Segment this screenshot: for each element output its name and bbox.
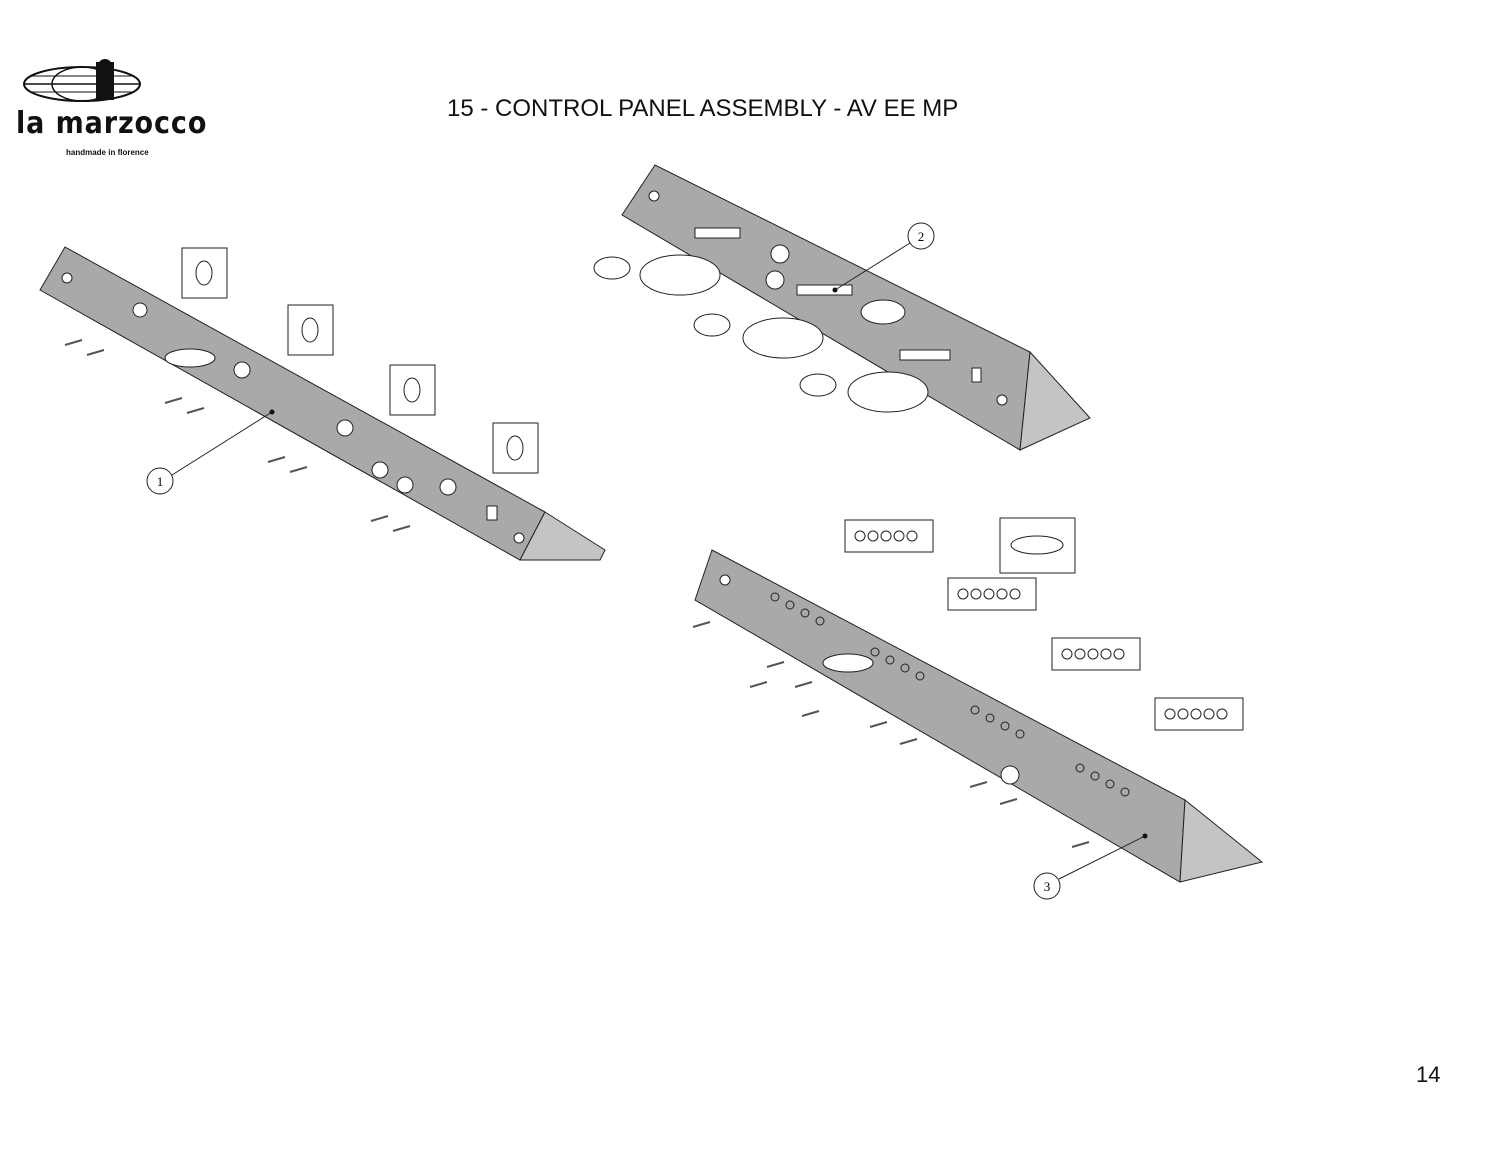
control-panel-2	[593, 164, 1091, 451]
globe-lion-emblem-icon	[23, 59, 141, 102]
brand-logo: la marzocco handmade in florence	[10, 58, 210, 168]
page-number: 14	[1416, 1062, 1441, 1087]
callout-number: 2	[918, 229, 925, 244]
callout-2: 2	[832, 222, 935, 293]
brand-tagline: handmade in florence	[66, 148, 149, 157]
control-panel-1	[39, 246, 606, 561]
control-panel-3	[694, 517, 1264, 883]
page-title: 15 - CONTROL PANEL ASSEMBLY - AV EE MP	[447, 95, 959, 122]
brand-name: la marzocco	[16, 106, 208, 141]
callout-number: 1	[157, 474, 164, 489]
callout-1: 1	[146, 409, 275, 495]
screws	[64, 339, 1090, 848]
callout-3: 3	[1033, 833, 1148, 900]
callout-number: 3	[1044, 879, 1051, 894]
